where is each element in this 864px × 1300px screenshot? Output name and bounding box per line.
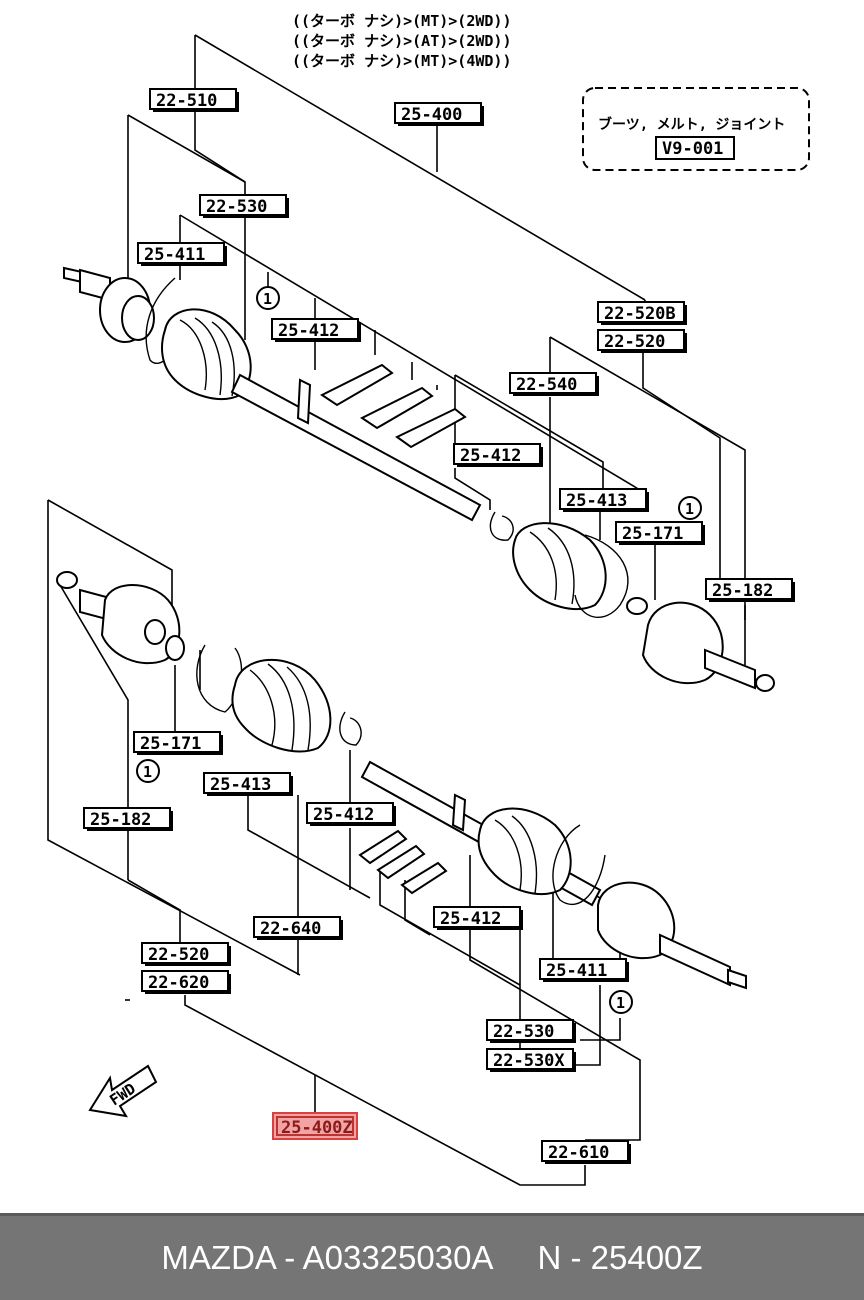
svg-text:22-640: 22-640 (260, 919, 321, 939)
part-label-25-413[interactable]: 25-413 (559, 488, 649, 512)
fwd-arrow-icon: FWD (88, 1064, 158, 1118)
upper-driveshaft-assembly[interactable] (63, 266, 775, 692)
footer-part-info: MAZDA - A03325030A N - 25400Z (161, 1239, 703, 1276)
part-label-25-412[interactable]: 25-412 (433, 906, 523, 930)
circle-marker-icon: 1 (678, 496, 702, 520)
lower-driveshaft-assembly[interactable] (56, 571, 747, 990)
svg-text:25-413: 25-413 (566, 491, 627, 511)
part-label-22-520[interactable]: 22-520 (141, 942, 231, 966)
svg-text:25-412: 25-412 (460, 446, 521, 466)
svg-text:25-412: 25-412 (278, 321, 339, 341)
svg-text:1: 1 (616, 994, 625, 1012)
svg-text:22-540: 22-540 (516, 375, 577, 395)
part-label-25-411[interactable]: 25-411 (539, 958, 629, 982)
header-variants: ((ターボ ナシ)>(MT)>(2WD)) ((ターボ ナシ)>(AT)>(2W… (292, 12, 512, 70)
part-label-25-411[interactable]: 25-411 (137, 242, 227, 266)
part-label-25-182[interactable]: 25-182 (83, 807, 173, 831)
svg-text:22-520: 22-520 (148, 945, 209, 965)
footer-bar: MAZDA - A03325030A N - 25400Z (0, 1213, 864, 1300)
svg-text:22-530X: 22-530X (493, 1051, 565, 1071)
part-label-22-510[interactable]: 22-510 (149, 88, 239, 112)
reference-caption: ブーツ, メルト, ジョイント (598, 116, 785, 133)
svg-text:25-182: 25-182 (712, 581, 773, 601)
svg-text:25-413: 25-413 (210, 775, 271, 795)
part-label-25-400Z-highlighted[interactable]: 25-400Z (272, 1112, 358, 1140)
svg-text:22-610: 22-610 (548, 1143, 609, 1163)
svg-text:25-411: 25-411 (546, 961, 607, 981)
parts-diagram: ((ターボ ナシ)>(MT)>(2WD)) ((ターボ ナシ)>(AT)>(2W… (47, 12, 810, 1186)
part-label-22-530X[interactable]: 22-530X (486, 1048, 576, 1072)
part-label-22-520B[interactable]: 22-520B (597, 301, 687, 325)
part-label-22-640[interactable]: 22-640 (253, 916, 343, 940)
svg-text:22-530: 22-530 (493, 1022, 554, 1042)
part-label-25-171[interactable]: 25-171 (615, 521, 705, 545)
svg-text:1: 1 (685, 500, 694, 518)
part-label-25-412[interactable]: 25-412 (306, 802, 396, 826)
svg-text:25-400Z: 25-400Z (281, 1118, 353, 1138)
header-line-1: ((ターボ ナシ)>(MT)>(2WD)) (292, 12, 512, 30)
header-line-3: ((ターボ ナシ)>(MT)>(4WD)) (292, 52, 512, 70)
svg-text:25-412: 25-412 (313, 805, 374, 825)
svg-text:25-171: 25-171 (140, 734, 201, 754)
part-label-22-610[interactable]: 22-610 (541, 1140, 631, 1164)
svg-text:22-520B: 22-520B (604, 304, 676, 324)
svg-text:22-620: 22-620 (148, 973, 209, 993)
part-label-22-620[interactable]: 22-620 (141, 970, 231, 994)
part-label-22-530[interactable]: 22-530 (199, 194, 289, 218)
part-label-25-413[interactable]: 25-413 (203, 772, 293, 796)
part-labels: 22-510 25-400 22-530 25-411 25-412 22-52… (83, 88, 795, 1164)
svg-text:25-400: 25-400 (401, 105, 462, 125)
svg-text:25-182: 25-182 (90, 810, 151, 830)
svg-text:25-412: 25-412 (440, 909, 501, 929)
svg-text:25-171: 25-171 (622, 524, 683, 544)
part-label-25-412[interactable]: 25-412 (453, 443, 543, 467)
header-line-2: ((ターボ ナシ)>(AT)>(2WD)) (292, 32, 512, 50)
circle-marker-icon: 1 (256, 286, 280, 310)
part-label-22-530[interactable]: 22-530 (486, 1019, 576, 1043)
circle-markers: 1 1 1 1 (136, 286, 702, 1014)
part-label-25-171[interactable]: 25-171 (133, 731, 223, 755)
part-label-25-182[interactable]: 25-182 (705, 578, 795, 602)
svg-text:22-510: 22-510 (156, 91, 217, 111)
circle-marker-icon: 1 (136, 759, 160, 783)
part-label-25-400[interactable]: 25-400 (394, 102, 484, 126)
part-label-22-520[interactable]: 22-520 (597, 329, 687, 353)
part-label-25-412[interactable]: 25-412 (271, 318, 361, 342)
svg-text:22-520: 22-520 (604, 332, 665, 352)
circle-marker-icon: 1 (609, 990, 633, 1014)
svg-text:1: 1 (143, 763, 152, 781)
svg-text:1: 1 (263, 290, 272, 308)
svg-text:22-530: 22-530 (206, 197, 267, 217)
reference-code: V9-001 (662, 139, 723, 159)
reference-box[interactable]: ブーツ, メルト, ジョイント V9-001 (582, 87, 810, 171)
part-label-22-540[interactable]: 22-540 (509, 372, 599, 396)
svg-text:25-411: 25-411 (144, 245, 205, 265)
